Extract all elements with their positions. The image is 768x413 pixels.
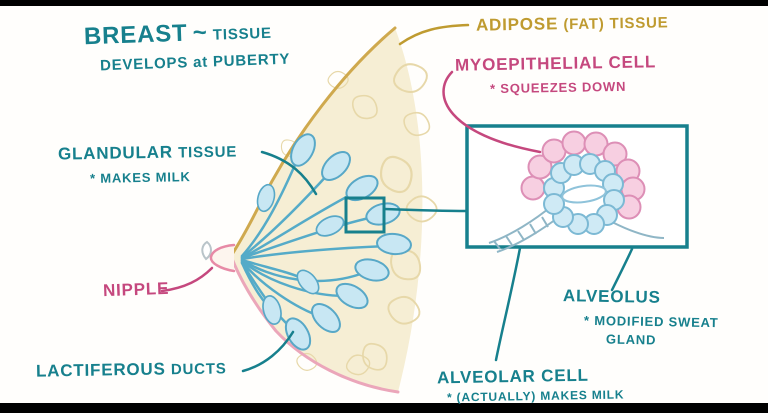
myoepithelial-label: MYOEPITHELIAL CELL xyxy=(454,52,657,75)
alveolus-sublabel-1: * MODIFIED SWEAT xyxy=(583,312,719,331)
alveolar-cell-label: ALVEOLAR CELL xyxy=(436,365,589,388)
leader-adipose xyxy=(398,23,470,46)
alveolar-cells xyxy=(543,153,625,235)
alveolus-label: ALVEOLUS xyxy=(562,286,661,307)
breast-side: TISSUE xyxy=(212,24,273,44)
glandular-sublabel: * MAKES MILK xyxy=(89,169,191,186)
leader-glandular xyxy=(260,150,318,196)
glandular-label: GLANDULAR TISSUE xyxy=(58,141,237,164)
letterbox-bottom xyxy=(0,403,768,413)
zoom-source-box xyxy=(344,196,386,234)
nipple-label: NIPPLE xyxy=(102,278,170,301)
adipose-label: ADIPOSE (FAT) TISSUE xyxy=(476,12,669,35)
leader-nipple xyxy=(160,266,214,293)
adipose-main: ADIPOSE xyxy=(475,14,559,35)
glandular-side: TISSUE xyxy=(177,143,238,162)
letterbox-top xyxy=(0,0,768,6)
leader-lines xyxy=(160,23,634,373)
breast-tilde: ~ xyxy=(192,18,208,47)
milk-droplet xyxy=(201,240,212,261)
lactiferous-side: DUCTS xyxy=(170,360,227,379)
inset-box xyxy=(465,124,689,253)
alveolus-lumen xyxy=(561,184,607,204)
lactiferous-title: LACTIFEROUS xyxy=(35,359,166,381)
leader-lactiferous xyxy=(241,330,295,373)
myoepithelial-sublabel: * SQUEEZES DOWN xyxy=(489,78,627,97)
alveolus-sublabel-2: GLAND xyxy=(605,331,657,348)
leader-myoepithelial xyxy=(442,70,542,154)
leader-alveolus xyxy=(610,247,634,292)
leader-alveolar-cell xyxy=(494,246,522,362)
adipose-rest: (FAT) TISSUE xyxy=(563,14,669,34)
glandular-title: GLANDULAR xyxy=(57,142,174,164)
zoom-connector-line xyxy=(384,207,468,213)
breast-title: BREAST xyxy=(83,19,188,51)
lactiferous-label: LACTIFEROUS DUCTS xyxy=(36,358,227,381)
nipple-shape xyxy=(209,243,236,273)
